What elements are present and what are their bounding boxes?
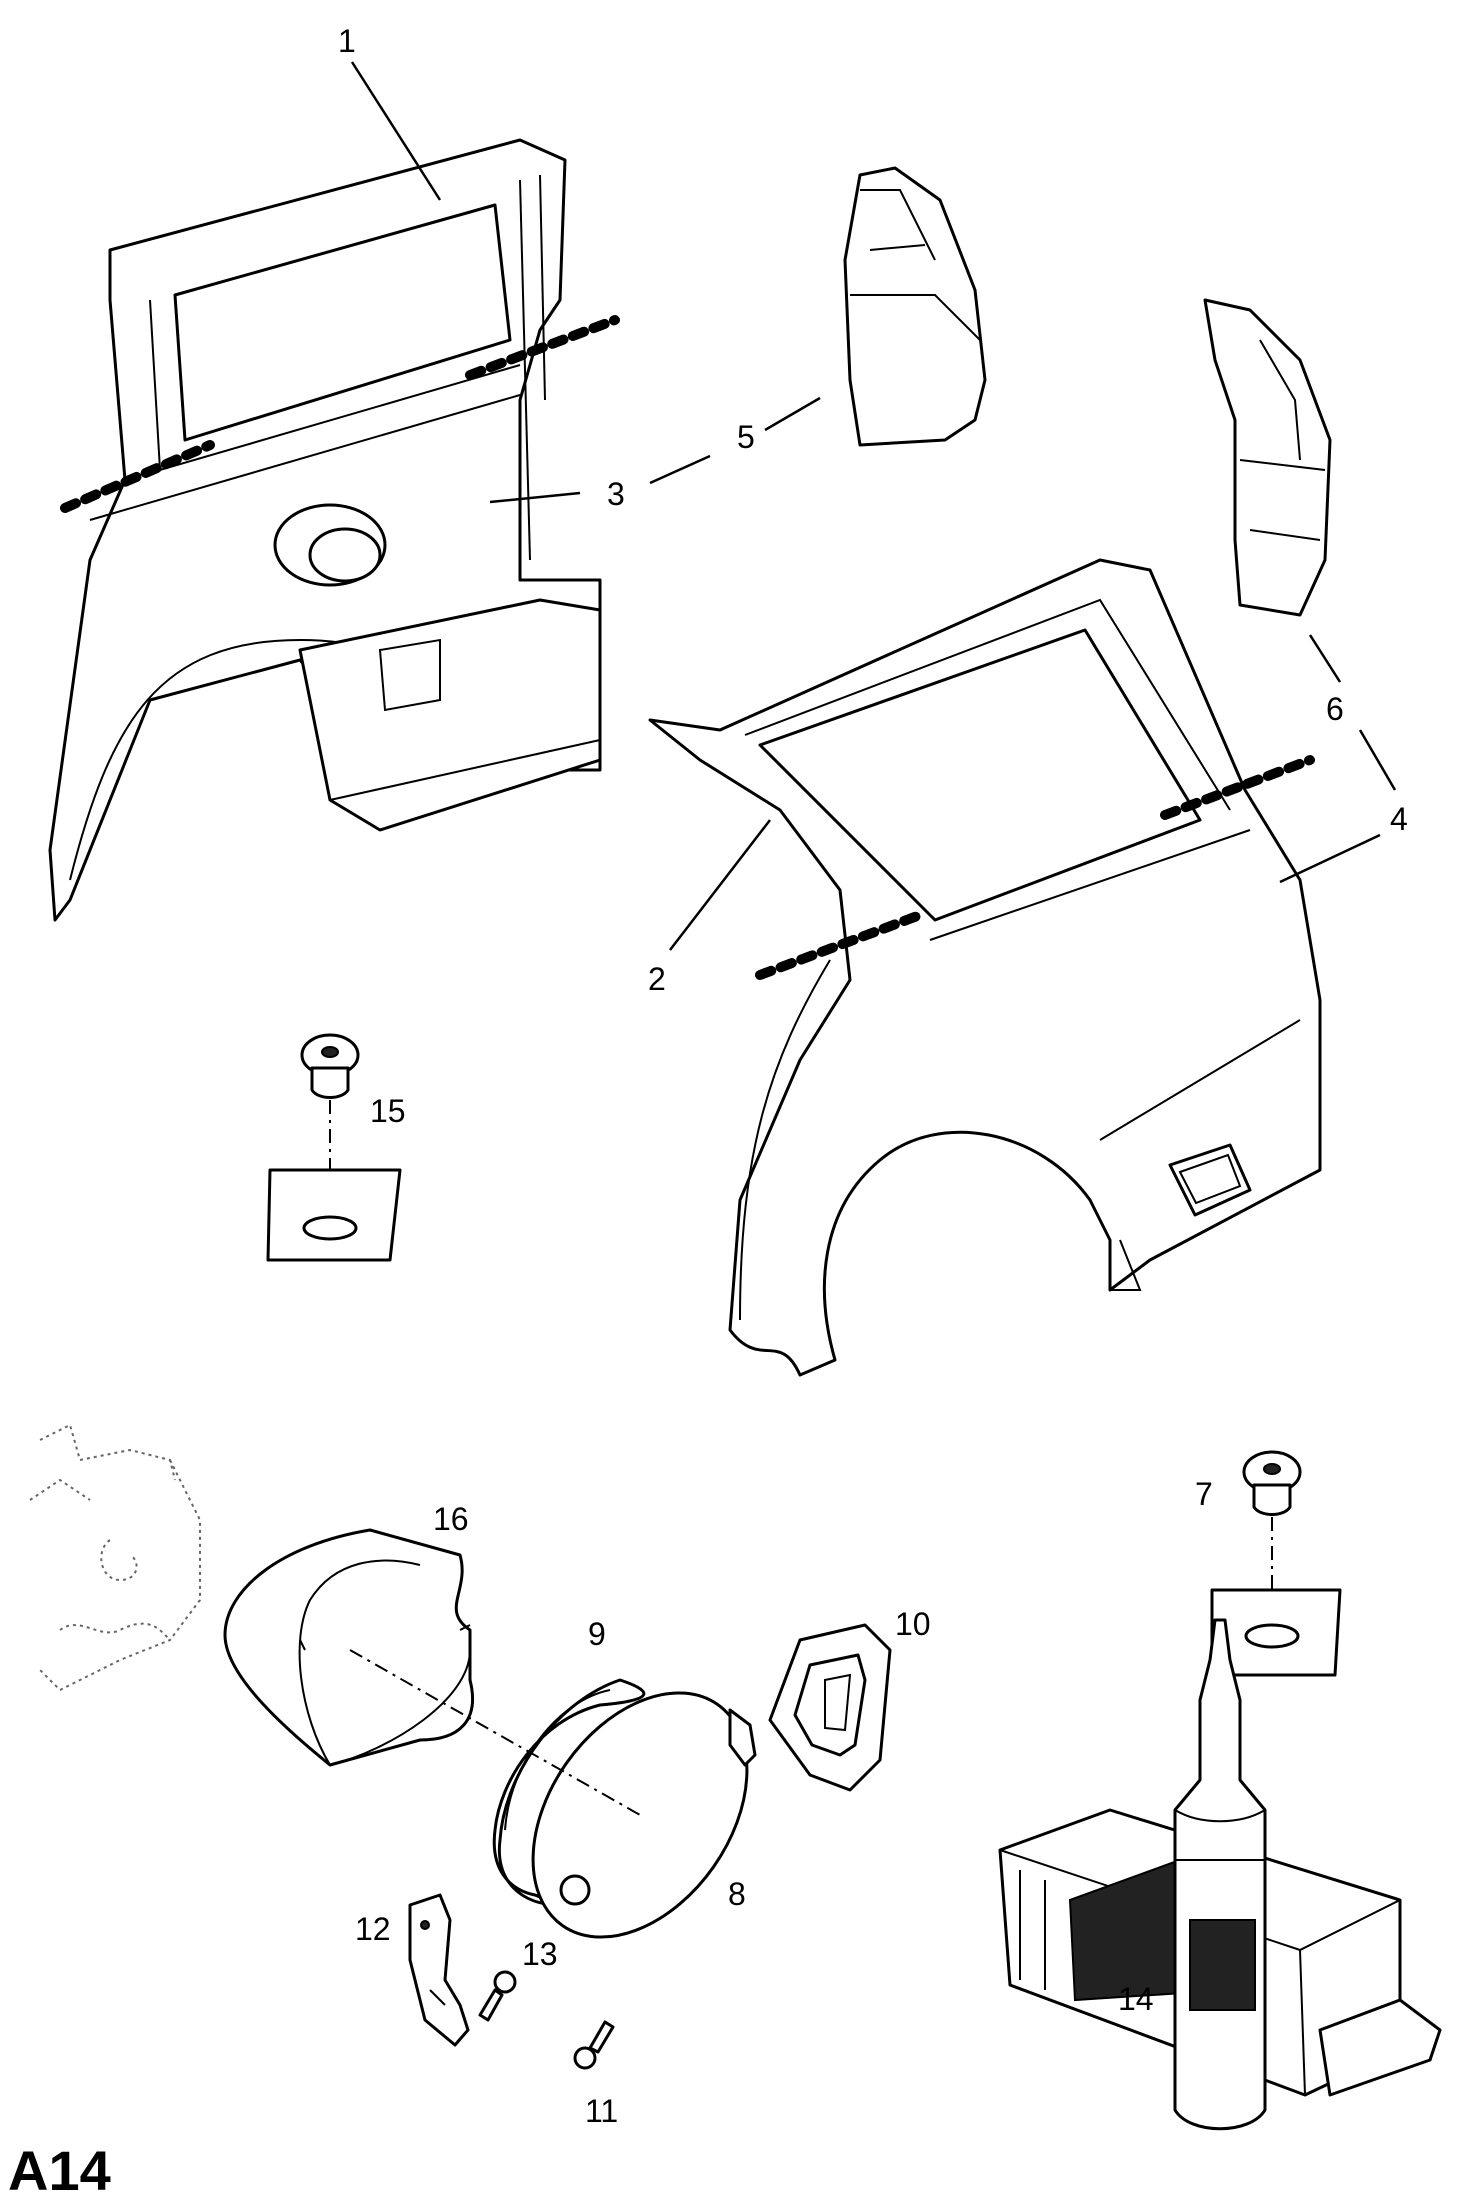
seal-ring-9 [492,1678,646,1907]
filler-housing-16 [223,1528,475,1767]
callout-15: 15 [370,1093,406,1129]
callout-9: 9 [588,1616,606,1652]
inner-quarter-panel [48,138,602,922]
callout-11: 11 [585,2093,618,2129]
callout-7: 7 [1195,1476,1213,1512]
callout-3: 3 [607,476,625,512]
callout-8: 8 [728,1876,746,1912]
filler-flap-8 [531,1691,757,1939]
adhesive-kit-14 [998,1618,1442,2131]
clip-15 [266,1033,402,1262]
screw-13 [478,1970,517,2022]
callout-1: 1 [338,23,356,59]
callout-2: 2 [648,961,666,997]
pillar-reinforcement-6 [1203,298,1332,617]
screw-11 [573,2020,615,2070]
page-title: A14 [8,2139,111,2202]
callout-13: 13 [522,1936,558,1972]
flap-frame-10 [768,1623,892,1792]
pillar-reinforcement-5 [843,166,987,447]
leader-lines [350,61,1397,951]
callout-10: 10 [895,1606,931,1642]
callout-4: 4 [1390,801,1408,837]
callout-16: 16 [433,1501,469,1537]
clip-7 [1210,1450,1342,1677]
outer-quarter-panel [648,558,1322,1377]
callout-5: 5 [737,419,755,455]
callout-6: 6 [1326,691,1344,727]
callout-12: 12 [355,1911,391,1947]
vehicle-reference-outline [29,1423,201,1692]
callout-14: 14 [1118,1981,1154,2017]
hinge-12 [408,1893,470,2047]
